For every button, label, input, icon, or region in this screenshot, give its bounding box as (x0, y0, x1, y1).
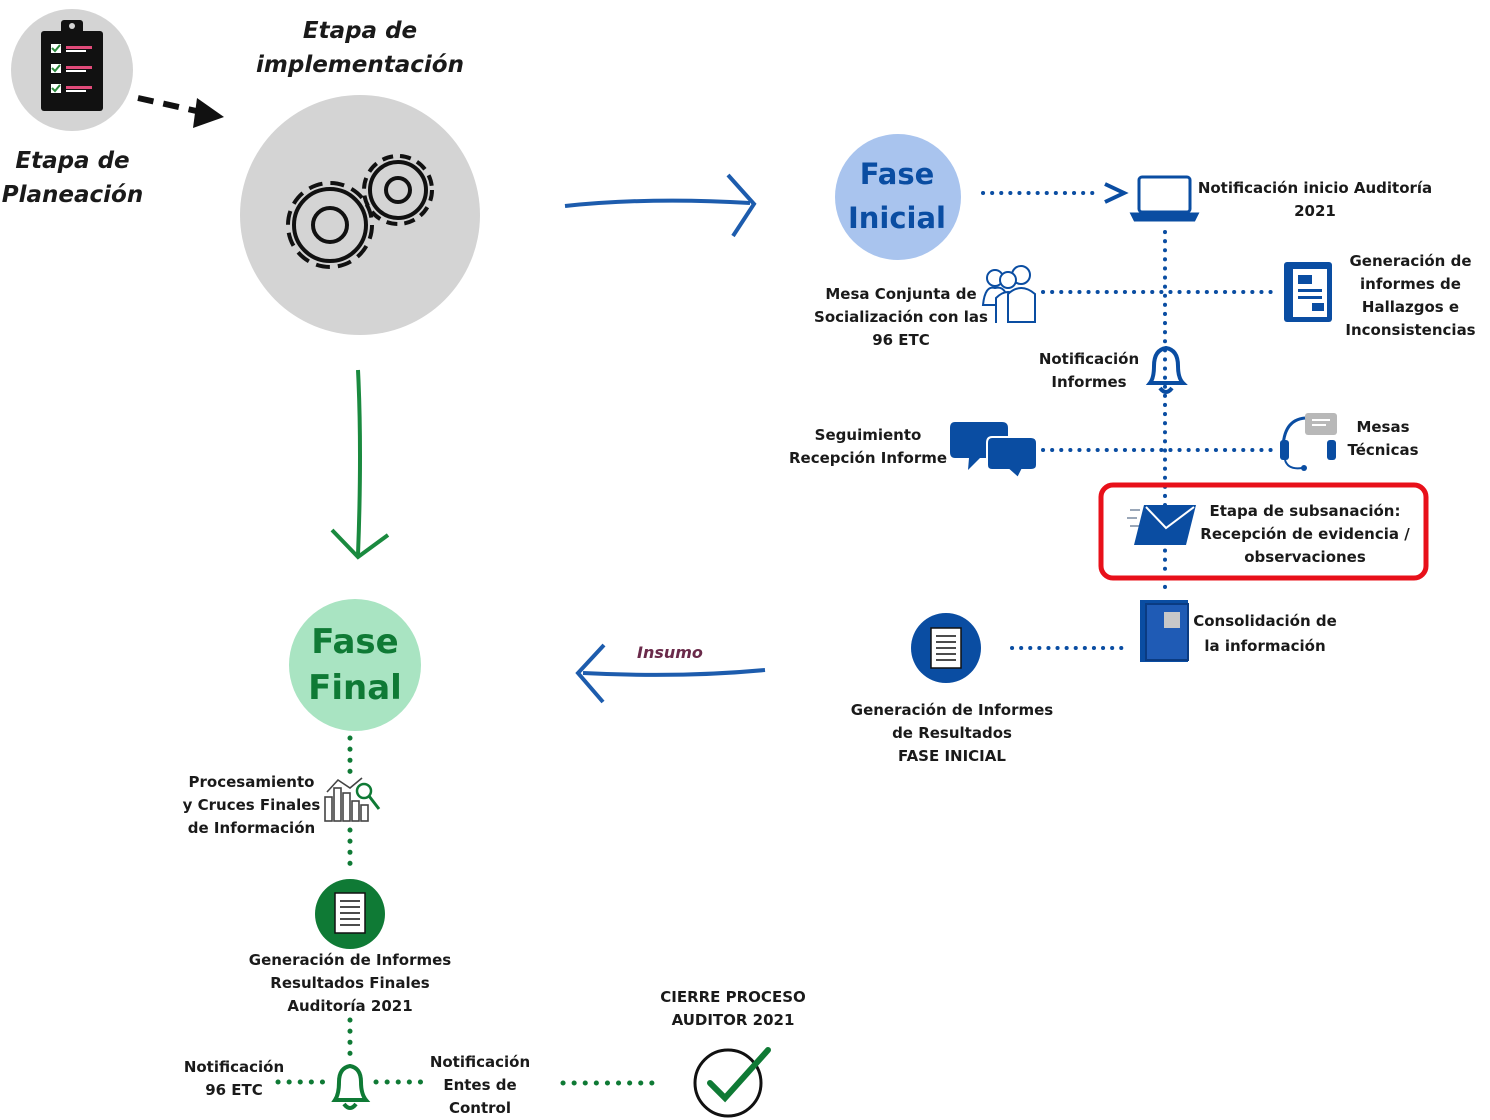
highlight-box (1098, 482, 1429, 581)
bell-icon (331, 1063, 371, 1110)
arrow-to-fase-inicial (564, 173, 757, 238)
document-icon (911, 613, 981, 683)
notificacion-informes-label: Notificación Informes (1038, 350, 1140, 391)
insumo-label: Insumo (637, 643, 703, 662)
seguimiento-label: Seguimiento Recepción Informe (788, 426, 948, 467)
etapa-planeacion-label: Etapa de Planeación (1, 148, 144, 208)
laptop-icon (1129, 175, 1200, 222)
fase-final-connectors (275, 735, 663, 1086)
fase-final-title: Fase Final (308, 622, 402, 708)
dashed-arrow (137, 95, 224, 128)
document-icon (315, 879, 385, 949)
resultados-fase-inicial-label: Generación de Informes de Resultados FAS… (850, 701, 1054, 765)
folder-icon (1140, 600, 1189, 662)
notificacion-entes-label: Notificación Entes de Control (429, 1053, 531, 1117)
analytics-chart-icon (324, 777, 381, 822)
informes-finales-label: Generación de Informes Resultados Finale… (248, 951, 452, 1015)
subsanacion-label: Etapa de subsanación: Recepción de evide… (1200, 502, 1410, 566)
arrowhead (1104, 182, 1129, 204)
fase-inicial-connectors (981, 191, 1280, 650)
notificacion-etc-label: Notificación 96 ETC (183, 1058, 285, 1099)
check-circle-icon (693, 1047, 771, 1118)
headset-icon (1280, 413, 1337, 471)
checklist-icon (11, 9, 133, 131)
procesamiento-label: Procesamiento y Cruces Finales de Inform… (182, 773, 321, 837)
chat-bubbles-icon (950, 422, 1038, 480)
etapa-implementacion-label: Etapa de implementación (256, 18, 464, 78)
arrow-to-fase-final (330, 369, 390, 560)
mesas-tecnicas-label: Mesas Técnicas (1347, 418, 1419, 459)
fase-inicial-title: Fase Inicial (847, 157, 947, 235)
mesa-conjunta-label: Mesa Conjunta de Socialización con las 9… (814, 285, 988, 349)
envelope-icon (1127, 505, 1196, 545)
fase-final-circle (289, 599, 421, 731)
people-group-icon (981, 265, 1036, 323)
informes-hallazgos-label: Generación de informes de Hallazgos e In… (1345, 252, 1476, 339)
gears-icon (240, 95, 480, 335)
consolidacion-label: Consolidación de la información (1193, 612, 1337, 655)
insumo-arrow (575, 643, 766, 704)
cierre-label: CIERRE PROCESO AUDITOR 2021 (660, 988, 806, 1029)
report-document-icon (1284, 262, 1332, 322)
fase-inicial-circle (835, 134, 961, 260)
notificacion-inicio-label: Notificación inicio Auditoría 2021 (1197, 179, 1433, 220)
bell-icon (1145, 345, 1188, 394)
